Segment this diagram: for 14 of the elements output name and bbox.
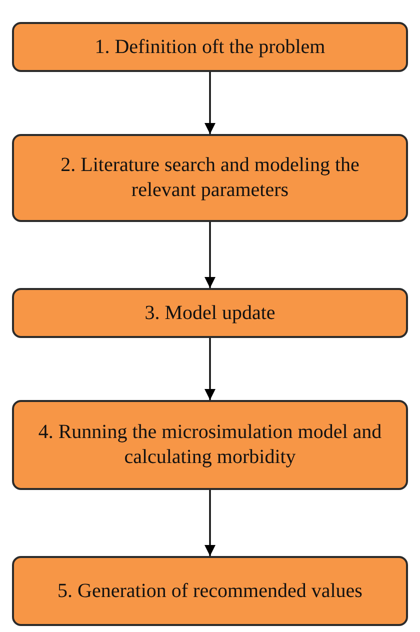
- process-box: [12, 556, 408, 626]
- process-box: [12, 22, 408, 72]
- process-box: [12, 288, 408, 338]
- step-text: 5. Generation of recommended values: [58, 578, 362, 604]
- step-text: 4. Running the microsimulation model and calculating morbidity: [37, 420, 383, 470]
- step-text: 1. Definition oft the problem: [94, 34, 326, 60]
- arrow: [204, 338, 216, 400]
- step-text: 3. Model update: [144, 300, 276, 326]
- process-box: [12, 134, 408, 222]
- step-text: 2. Literature search and modeling the relevant parameters: [60, 153, 360, 203]
- arrow: [204, 490, 216, 556]
- process-box: [12, 400, 408, 490]
- arrow: [204, 222, 216, 288]
- arrow: [204, 72, 216, 134]
